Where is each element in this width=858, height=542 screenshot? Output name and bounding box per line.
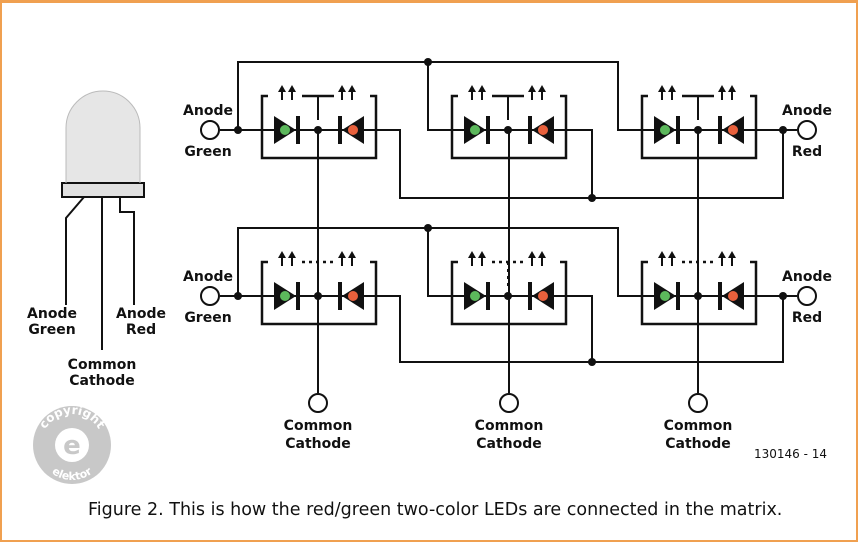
terminal-cathode-2: [499, 393, 519, 413]
led-cell: [640, 85, 758, 160]
green-led-dot: [280, 125, 290, 135]
row1-right-label-line2: Red: [792, 144, 822, 160]
cathode-3-label-line2: Cathode: [665, 436, 731, 452]
cathode-1-label-line1: Common: [284, 418, 353, 434]
red-led-dot: [538, 291, 548, 301]
green-led-dot: [470, 291, 480, 301]
terminal-anode-red-row2: [797, 286, 817, 306]
row1-left-label-line2: Green: [184, 144, 231, 160]
terminal-cathode-3: [688, 393, 708, 413]
terminal-cathode-1: [308, 393, 328, 413]
figure-caption: Figure 2. This is how the red/green two-…: [88, 500, 783, 520]
led-cell: [450, 251, 568, 326]
led-anode-red-line2: Red: [126, 322, 156, 338]
red-led-dot: [538, 125, 548, 135]
green-led-dot: [280, 291, 290, 301]
led-cell: [260, 251, 378, 326]
cathode-2-label-line2: Cathode: [476, 436, 542, 452]
row2-right-label-line2: Red: [792, 310, 822, 326]
led-cell: [640, 251, 758, 326]
red-led-dot: [728, 125, 738, 135]
red-led-dot: [348, 125, 358, 135]
cathode-1-label-line2: Cathode: [285, 436, 351, 452]
red-led-dot: [348, 291, 358, 301]
svg-text:elektor: elektor: [50, 464, 95, 483]
led-anode-green-line2: Green: [28, 322, 75, 338]
led-illustration: [61, 90, 145, 350]
green-led-dot: [660, 125, 670, 135]
row2-left-label-line1: Anode: [183, 269, 233, 285]
row1-left-label-line1: Anode: [183, 103, 233, 119]
row1-right-label-line1: Anode: [782, 103, 832, 119]
red-led-dot: [728, 291, 738, 301]
green-led-dot: [660, 291, 670, 301]
led-cell: [260, 85, 378, 160]
watermark-e: e: [63, 431, 81, 461]
row2-left-label-line2: Green: [184, 310, 231, 326]
led-common-cathode-line1: Common: [68, 357, 137, 373]
terminal-anode-red-row1: [797, 120, 817, 140]
watermark-elektor: elektor: [50, 464, 95, 483]
row2-right-label-line1: Anode: [782, 269, 832, 285]
cathode-3-label-line1: Common: [664, 418, 733, 434]
cathode-2-label-line1: Common: [475, 418, 544, 434]
figure-code: 130146 - 14: [754, 447, 827, 461]
led-common-cathode-line2: Cathode: [69, 373, 135, 389]
led-anode-green-line1: Anode: [27, 306, 77, 322]
copyright-watermark: e copyright elektor: [33, 403, 111, 484]
led-cell: [450, 85, 568, 160]
terminal-anode-green-row1: [200, 120, 220, 140]
green-led-dot: [470, 125, 480, 135]
terminal-anode-green-row2: [200, 286, 220, 306]
led-anode-red-line1: Anode: [116, 306, 166, 322]
